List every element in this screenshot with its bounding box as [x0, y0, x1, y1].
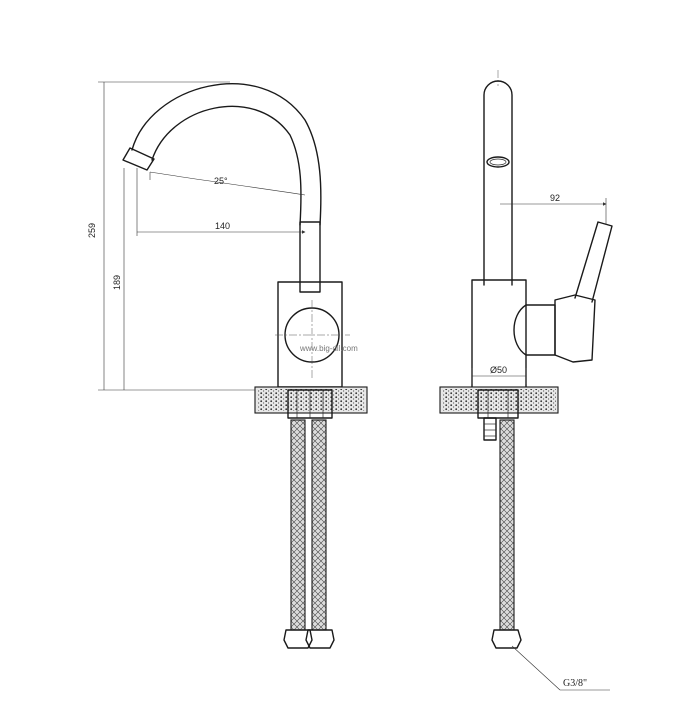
spout-tube [483, 80, 513, 286]
lever-handle [554, 294, 596, 363]
dim-label-spout-reach: 140 [215, 221, 230, 231]
spout-outlet [122, 147, 155, 171]
aerator [486, 156, 510, 168]
hose-front [499, 419, 515, 631]
dim-label-spout-height: 189 [112, 275, 122, 290]
body-column [299, 221, 321, 293]
hose-left [290, 419, 306, 631]
dim-label-base-diameter: Ø50 [490, 365, 507, 375]
dim-label-total-height: 259 [87, 223, 97, 238]
mounting-nut-front [477, 389, 519, 419]
spout-inner-curve [151, 105, 302, 226]
dim-label-spout-angle: 25° [214, 176, 228, 186]
lever-arm [574, 221, 613, 303]
hose-nut-right [305, 629, 335, 649]
hose-nut-front [491, 629, 522, 649]
front-view: 92 Ø50 G3/8" [439, 70, 613, 691]
lever-housing [513, 304, 556, 356]
countertop-hatching [257, 389, 365, 411]
dim-arc-spout-angle [149, 171, 306, 196]
watermark-text: www.big-dil.com [299, 344, 358, 353]
spout-outer-curve [131, 83, 322, 226]
countertop-hatching-front [442, 389, 556, 411]
threaded-stud [483, 417, 497, 441]
thread-callout-label: G3/8" [563, 678, 587, 689]
side-view: 259 189 140 25° www.big-dil.com [87, 81, 368, 649]
dim-label-lever-reach: 92 [550, 193, 560, 203]
base-cylinder [277, 281, 343, 388]
hose-right [311, 419, 327, 631]
thread-leader-line [511, 645, 561, 691]
